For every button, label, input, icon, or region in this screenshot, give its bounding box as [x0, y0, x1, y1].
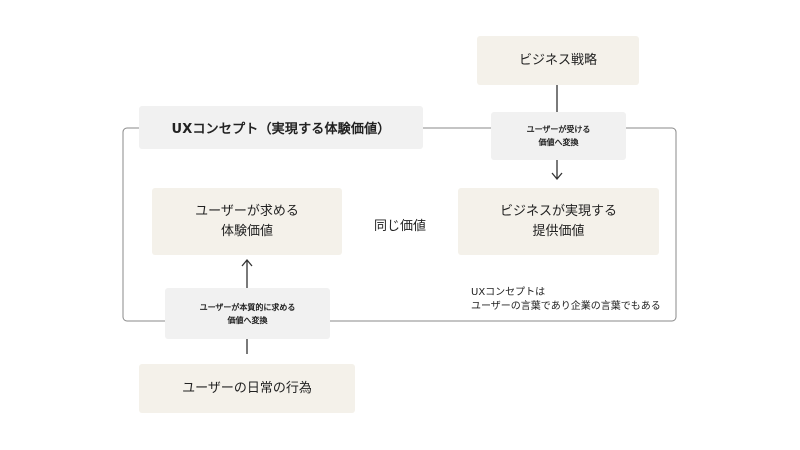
business-strategy-box: ビジネス戦略 — [477, 36, 639, 85]
user-daily-behavior-box: ユーザーの日常の行為 — [139, 364, 355, 413]
business-provided-value-box: ビジネスが実現する 提供価値 — [458, 188, 659, 255]
convert-user-perceived-box: ユーザーが受ける 価値へ変換 — [491, 112, 626, 160]
same-value-label: 同じ価値 — [374, 219, 427, 234]
convert-user-essential-box: ユーザーが本質的に求める 価値へ変換 — [165, 288, 330, 339]
user-desired-value-box: ユーザーが求める 体験価値 — [152, 188, 342, 255]
arrow-head-down — [551, 172, 563, 181]
ux-concept-note: UXコンセプトは ユーザーの言葉であり企業の言葉でもある — [471, 287, 661, 312]
arrow-head-up — [241, 258, 253, 267]
ux-concept-title: UXコンセプト（実現する体験価値） — [139, 106, 423, 149]
